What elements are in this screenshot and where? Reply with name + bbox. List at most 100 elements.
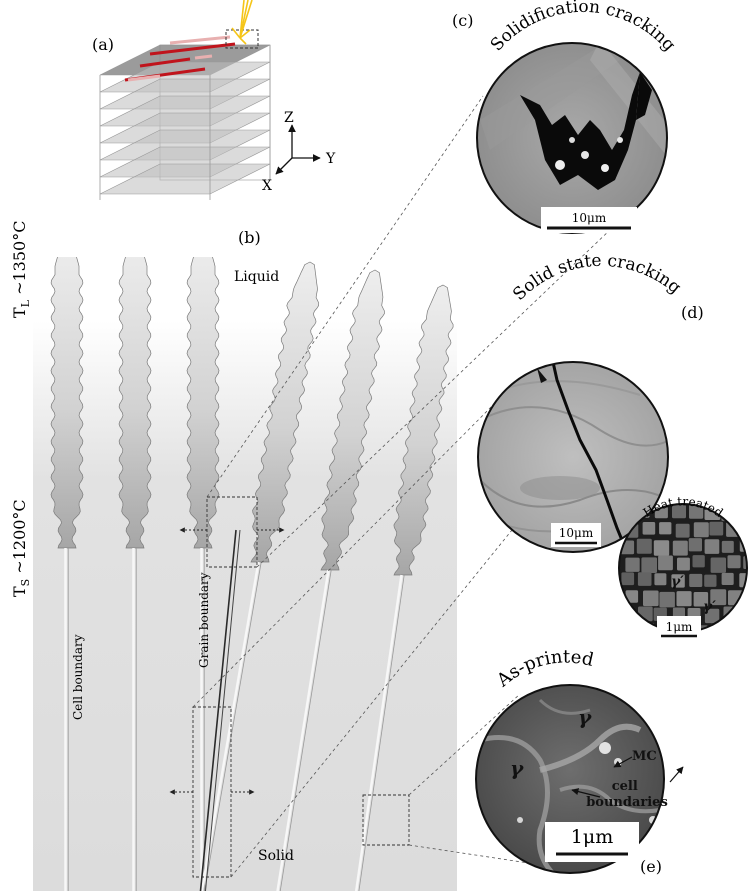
cell-boundary [276, 569, 330, 891]
gamma-prime-cuboid [625, 590, 639, 603]
liquid-label: Liquid [234, 269, 279, 285]
interdendritic-region-box [206, 496, 258, 568]
gamma-prime-cuboid [659, 591, 675, 608]
solidus-temperature: TS ~1200°C [10, 499, 32, 597]
solidification-crack [520, 72, 640, 190]
gamma-prime-cuboid [672, 540, 688, 556]
gamma-prime-cuboid [672, 504, 686, 519]
mc-label: MC [632, 749, 657, 764]
laser-tracks [124, 35, 236, 82]
gamma-prime-cuboid [642, 522, 656, 535]
axis-y-label: Y [325, 151, 336, 167]
panel-d-label: (d) [681, 303, 704, 322]
gamma-prime-cuboid [619, 607, 634, 621]
gamma-prime-cuboid [727, 555, 741, 569]
grain-boundary [199, 529, 237, 891]
panel-e: (e) As-printed γ γ MC cell boundaries 1μ… [475, 646, 684, 876]
dendrite [186, 257, 220, 549]
dendrite [393, 284, 454, 576]
cell-boundaries-arrow-left [571, 788, 601, 798]
gamma-prime-cuboid [740, 607, 747, 621]
gamma-prime-cuboid [625, 557, 640, 572]
panel-e-label: (e) [640, 857, 662, 876]
panel-c-label: (c) [452, 11, 473, 30]
gamma-prime-cuboid [704, 539, 720, 554]
panel-b: (b) Liquid Solid TL ~1350°C TS ~1200°C C… [10, 221, 457, 891]
cell-boundary [354, 574, 403, 891]
strain-arrows [169, 527, 285, 795]
gamma-prime-cuboid [636, 538, 652, 554]
solid-label: Solid [258, 848, 294, 864]
gamma-prime-cuboid [728, 624, 742, 632]
axis-triad [275, 124, 321, 175]
gamma-prime-cuboid [671, 574, 685, 588]
gamma-prime-cuboid [659, 522, 672, 535]
laser-beam [231, 0, 253, 45]
cell-boundaries-label: cell boundaries [586, 779, 668, 810]
gamma-prime-cuboid [676, 591, 692, 607]
scalebar-inset-label: 1μm [666, 620, 693, 634]
gamma-prime-cuboid [653, 540, 670, 556]
gamma-prime-cuboid [689, 573, 703, 587]
gamma-label-2: γ [510, 756, 524, 780]
stack-front-edges [99, 45, 271, 200]
gamma-prime-label-2: γ′ [703, 599, 716, 615]
panel-a: (a) Z Y X [92, 0, 336, 200]
gamma-prime-cuboid [745, 522, 747, 536]
panel-d-title: Solid state cracking [509, 251, 684, 305]
axis-x-label: X [262, 178, 272, 194]
gamma-prime-cuboid [709, 521, 724, 536]
stack-layers [99, 44, 271, 195]
gamma-prime-cuboid [710, 557, 726, 573]
panel-c: (c) Solidification cracking 10μm [452, 0, 679, 234]
gamma-prime-label-1: γ′ [671, 574, 684, 590]
gamma-prime-cuboid [704, 574, 717, 587]
gamma-prime-cuboid [739, 505, 747, 521]
cell-boundary-edge [358, 574, 405, 891]
dendrite-array [50, 257, 454, 576]
dendrite [320, 269, 385, 571]
solidification-micrograph [480, 43, 667, 190]
gamma-prime-cuboid [721, 572, 734, 585]
grain-boundary-label: Grain boundary [197, 572, 211, 668]
gamma-prime-cuboid [621, 572, 635, 586]
scalebar-d-label: 10μm [559, 526, 594, 540]
cell-boundary-edge [204, 561, 262, 891]
cell-boundary-box [362, 794, 410, 846]
panel-b-label: (b) [238, 228, 261, 247]
gamma-prime-cuboid [643, 590, 659, 607]
gamma-prime-cuboid [675, 523, 690, 538]
dendrite [118, 257, 152, 549]
solid-state-crack [551, 362, 626, 546]
grain-boundary-edge [204, 529, 241, 891]
dendrite [50, 257, 84, 549]
as-printed-micrograph [479, 698, 661, 873]
gamma-prime-cuboid [677, 557, 690, 571]
scalebar-c-label: 10μm [572, 211, 607, 225]
dendrite [250, 261, 320, 563]
gamma-prime-cuboid [637, 572, 652, 586]
gamma-prime-cuboid [689, 504, 704, 519]
gamma-prime-cuboid [688, 538, 702, 552]
gamma-prime-cuboid [723, 606, 737, 620]
zoom-connectors [192, 95, 613, 878]
gamma-prime-cuboid [658, 555, 673, 571]
scalebar-e-label: 1μm [571, 826, 613, 848]
gamma-prime-cuboid [743, 556, 747, 569]
gamma-prime-cuboid [692, 555, 705, 568]
gamma-prime-cuboid [693, 592, 709, 607]
cell-boundary-lines [64, 529, 405, 891]
axis-z-label: Z [284, 110, 294, 126]
panel-a-label: (a) [92, 35, 114, 54]
liquidus-temperature: TL ~1350°C [10, 221, 32, 318]
cell-boundaries-arrow-right [669, 766, 684, 783]
gamma-label-1: γ [578, 705, 592, 729]
mc-arrow [613, 756, 633, 768]
cell-boundary-label: Cell boundary [71, 634, 85, 720]
layer-stack [99, 44, 271, 200]
melt-region-background [33, 257, 457, 891]
gamma-prime-cuboid [693, 522, 709, 538]
gamma-prime-cuboid [641, 557, 657, 573]
gamma-prime-cuboid [721, 540, 734, 553]
